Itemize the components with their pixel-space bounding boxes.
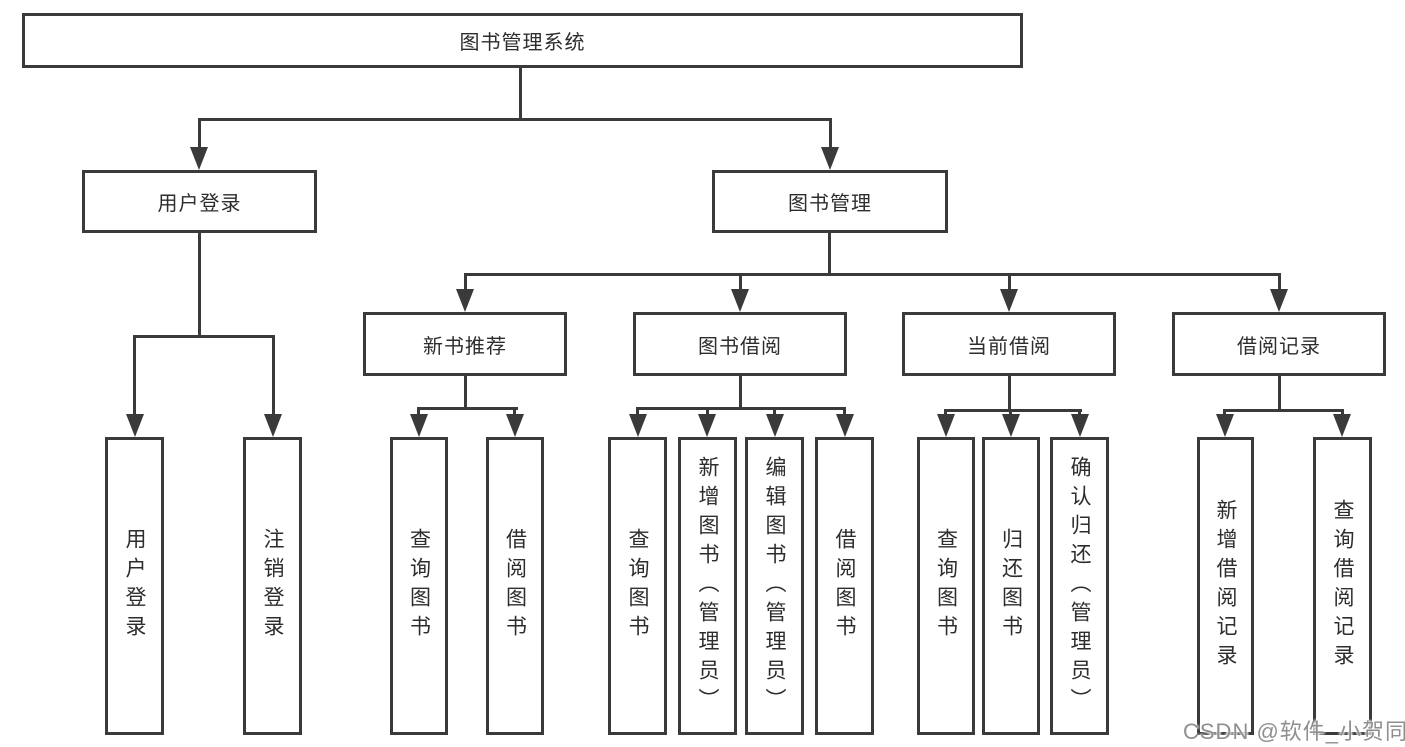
leaf-label: 查询借阅记录 (1331, 499, 1354, 673)
leaf-label: 借阅图书 (503, 528, 527, 644)
leaf-add-book-admin: 新增图书（管理员） (678, 437, 737, 735)
connector-line (706, 407, 709, 417)
arrowhead-down-icon (190, 147, 208, 170)
connector-line (513, 407, 516, 417)
node-label: 当前借阅 (967, 335, 1051, 358)
connector-line (464, 273, 467, 291)
connector-line (1078, 409, 1081, 417)
arrowhead-down-icon (1002, 414, 1020, 437)
connector-line (1278, 273, 1281, 291)
node-user-login: 用户登录 (82, 170, 317, 233)
leaf-label: 归还图书 (999, 528, 1023, 644)
connector-line (464, 376, 467, 410)
connector-line (1223, 409, 1344, 412)
connector-line (944, 409, 947, 417)
connector-line (739, 273, 742, 291)
connector-line (1008, 273, 1011, 291)
arrowhead-down-icon (698, 414, 716, 437)
csdn-watermark: CSDN @软件_小贺同学 (1183, 719, 1405, 744)
leaf-user-login: 用户登录 (105, 437, 164, 735)
arrowhead-down-icon (1000, 289, 1018, 312)
arrowhead-down-icon (1270, 289, 1288, 312)
connector-line (636, 407, 639, 417)
leaf-query-borrow-record: 查询借阅记录 (1313, 437, 1372, 735)
connector-line (133, 335, 275, 338)
leaf-edit-book-admin: 编辑图书（管理员） (745, 437, 804, 735)
node-current-borrow: 当前借阅 (902, 312, 1116, 376)
arrowhead-down-icon (1333, 414, 1351, 437)
arrowhead-down-icon (1216, 414, 1234, 437)
arrowhead-down-icon (126, 414, 144, 437)
node-book-management: 图书管理 (712, 170, 948, 233)
node-label: 借阅记录 (1237, 335, 1321, 358)
connector-line (944, 409, 1082, 412)
leaf-label: 确认归还（管理员） (1068, 455, 1091, 717)
connector-line (1223, 409, 1226, 417)
connector-line (843, 407, 846, 417)
connector-line (272, 335, 275, 416)
node-new-book-recommend: 新书推荐 (363, 312, 567, 376)
connector-line (828, 233, 831, 276)
leaf-label: 查询图书 (626, 528, 649, 644)
connector-line (198, 118, 832, 121)
leaf-query-books-borrow: 查询图书 (608, 437, 667, 735)
leaf-label: 查询图书 (407, 528, 431, 644)
node-label: 图书管理 (788, 193, 872, 215)
arrowhead-down-icon (410, 414, 428, 437)
arrowhead-down-icon (629, 414, 647, 437)
arrowhead-down-icon (456, 289, 474, 312)
connector-line (1341, 409, 1344, 417)
node-book-borrow: 图书借阅 (633, 312, 847, 376)
leaf-add-borrow-record: 新增借阅记录 (1197, 437, 1254, 735)
connector-line (198, 118, 201, 149)
connector-line (519, 68, 522, 120)
arrowhead-down-icon (264, 414, 282, 437)
leaf-query-books-recommend: 查询图书 (390, 437, 448, 735)
connector-line (636, 407, 846, 410)
connector-line (1278, 376, 1281, 412)
leaf-confirm-return-admin: 确认归还（管理员） (1050, 437, 1109, 735)
node-label: 新书推荐 (423, 335, 507, 358)
leaf-borrow-books: 借阅图书 (815, 437, 874, 735)
connector-line (1008, 376, 1011, 412)
arrowhead-down-icon (766, 414, 784, 437)
leaf-label: 借阅图书 (833, 528, 856, 644)
connector-line (417, 407, 420, 417)
node-library-management-system: 图书管理系统 (22, 13, 1023, 68)
leaf-query-books-current: 查询图书 (917, 437, 975, 735)
connector-line (133, 335, 136, 416)
leaf-logout: 注销登录 (243, 437, 302, 735)
arrowhead-down-icon (836, 414, 854, 437)
arrowhead-down-icon (937, 414, 955, 437)
node-label: 图书管理系统 (459, 32, 586, 54)
connector-line (1009, 409, 1012, 417)
connector-line (829, 118, 832, 149)
arrowhead-down-icon (821, 147, 839, 170)
arrowhead-down-icon (506, 414, 524, 437)
node-borrow-records: 借阅记录 (1172, 312, 1386, 376)
connector-line (464, 273, 1281, 276)
leaf-label: 编辑图书（管理员） (763, 455, 786, 717)
leaf-return-books: 归还图书 (982, 437, 1040, 735)
arrowhead-down-icon (731, 289, 749, 312)
leaf-label: 注销登录 (261, 528, 284, 644)
connector-line (773, 407, 776, 417)
connector-line (417, 407, 518, 410)
leaf-borrow-books-recommend: 借阅图书 (486, 437, 544, 735)
node-label: 图书借阅 (698, 335, 782, 358)
node-label: 用户登录 (157, 193, 242, 215)
leaf-label: 新增图书（管理员） (696, 455, 719, 717)
arrowhead-down-icon (1071, 414, 1089, 437)
leaf-label: 用户登录 (123, 528, 146, 644)
leaf-label: 新增借阅记录 (1214, 499, 1237, 673)
connector-line (198, 233, 201, 338)
connector-line (739, 376, 742, 410)
leaf-label: 查询图书 (934, 528, 958, 644)
